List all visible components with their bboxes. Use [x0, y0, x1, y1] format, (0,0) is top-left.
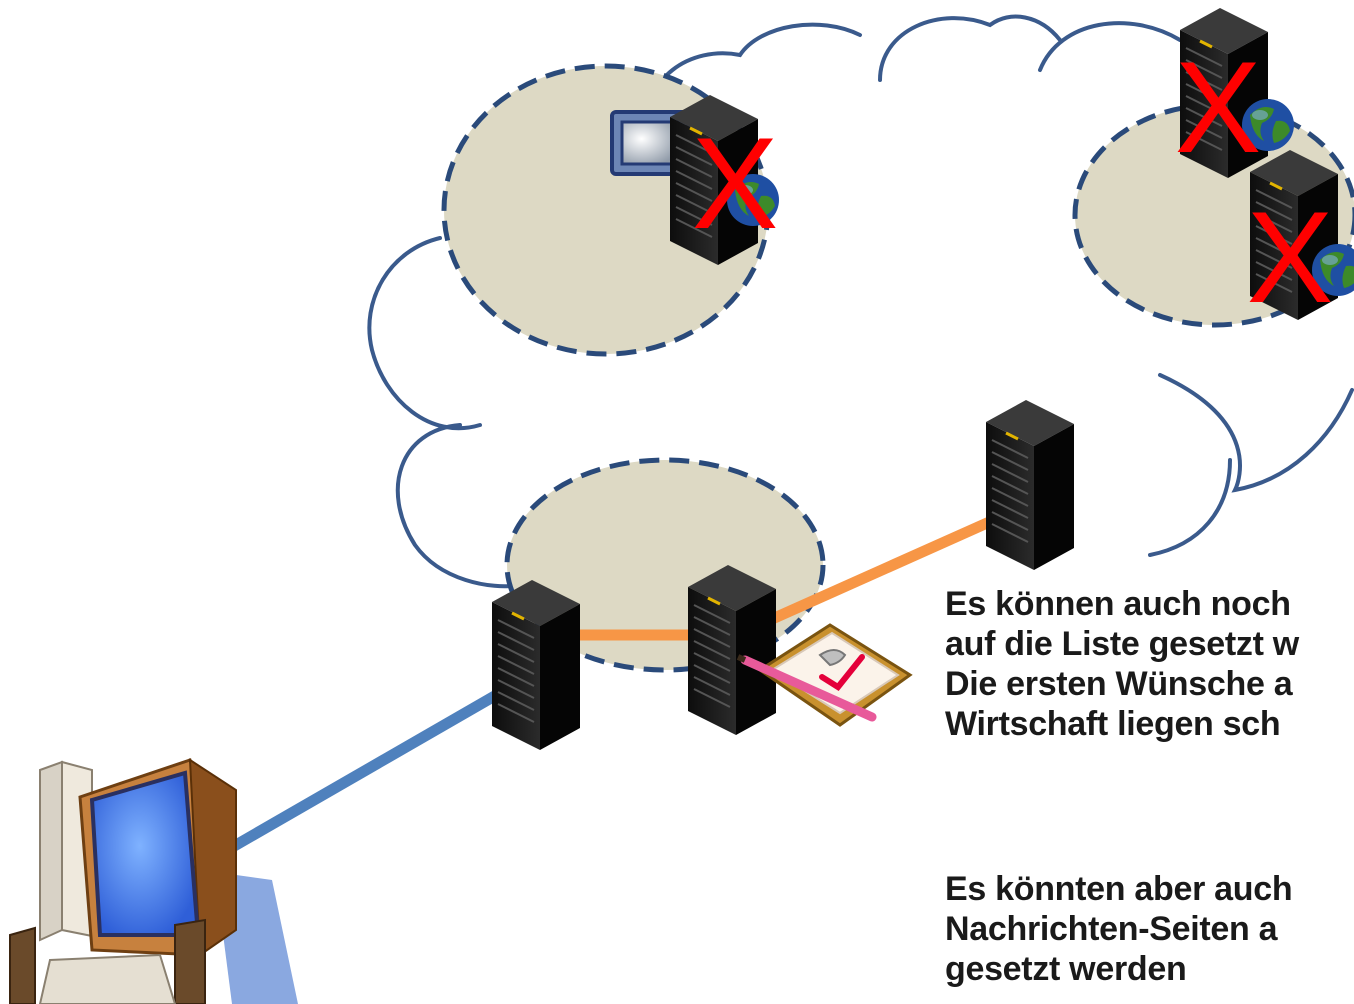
caption-paragraph-1: Es können auch noch auf die Liste gesetz…: [945, 585, 1299, 743]
blocked-marker: X: [1247, 184, 1334, 330]
desktop-computer-icon: [9, 758, 298, 1004]
caption-paragraph-2: Es könnten aber auch Nachrichten-Seiten …: [945, 870, 1293, 988]
blocked-marker: X: [1175, 34, 1262, 180]
clipboard-checklist-icon: [757, 623, 913, 727]
blocked-marker: X: [692, 110, 779, 256]
server-icon: [686, 563, 778, 737]
blue-link-client: [207, 685, 508, 865]
pencil-icon: [736, 654, 877, 722]
orange-link-remote: [767, 509, 1008, 626]
server-icon: [984, 398, 1076, 572]
server-icon: [490, 578, 582, 752]
